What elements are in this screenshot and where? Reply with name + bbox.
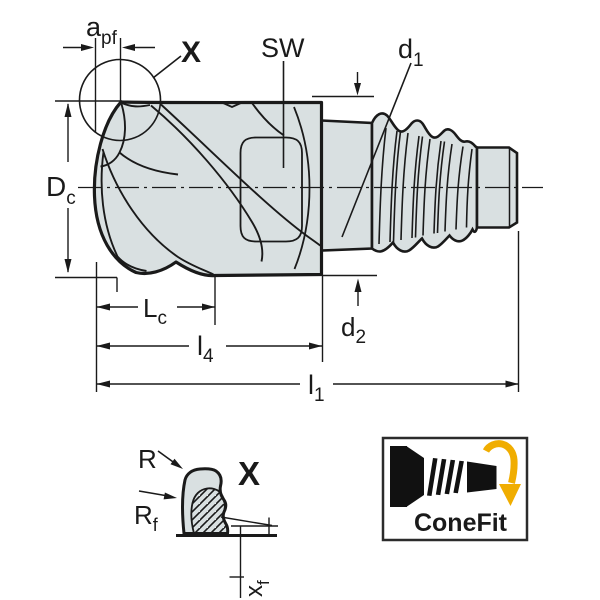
label-detail-marker-x: X [181, 36, 201, 69]
conefit-rotation-arrow-icon [482, 440, 521, 506]
cone-stripe [444, 459, 456, 495]
dc-arrow-down [64, 259, 72, 273]
label-d2: d2 [341, 312, 366, 348]
wrench-flat-panel [239, 136, 303, 243]
label-rf: Rf [134, 500, 159, 535]
label-r: R [138, 444, 157, 474]
conefit-badge: ConeFit [381, 436, 529, 542]
rotation-arrow-arc [482, 440, 518, 484]
apf-arrow-right [122, 44, 135, 51]
thread-flank-lines [378, 127, 473, 245]
detail-hatch-region [190, 487, 229, 535]
lc-arrow-left [96, 303, 110, 311]
dimensions [55, 38, 520, 392]
l1-arrow-left [96, 380, 110, 388]
main-labels: apf X SW d1 Dc Lc l4 l1 d2 [46, 12, 424, 406]
detail-view: R Rf X xf [134, 444, 278, 598]
label-lc: Lc [143, 293, 167, 329]
cone-stripe [453, 460, 464, 494]
cone-stripe [427, 458, 438, 496]
detail-x-leader [152, 55, 182, 79]
d2-arrow-up [354, 278, 362, 292]
rf-leader-arrow [163, 492, 177, 500]
cone-stripe [435, 458, 447, 496]
xf-dimension-lines [220, 516, 278, 598]
xf-diagonal [220, 516, 273, 527]
detail-circle [78, 58, 162, 142]
label-dc: Dc [46, 171, 76, 209]
l4-arrow-right [309, 342, 322, 350]
label-l1: l1 [308, 370, 325, 406]
lc-arrow-right [202, 303, 215, 311]
main-view [78, 100, 543, 278]
conefit-wordmark: ConeFit [414, 509, 508, 537]
cone-flange [390, 446, 407, 507]
l1-arrow-right [505, 380, 519, 388]
label-l4: l4 [197, 331, 214, 367]
conefit-cone-icon [390, 446, 497, 507]
d1-leader [341, 62, 412, 238]
cone-tip [467, 461, 497, 493]
tool-neck [320, 119, 374, 252]
label-xf: xf [241, 580, 273, 597]
r-leader-arrow [170, 458, 183, 469]
l4-arrow-left [96, 342, 110, 350]
label-sw: SW [261, 33, 305, 63]
rotation-arrow-head [499, 484, 521, 506]
dc-arrow-up [64, 103, 72, 117]
label-d1: d1 [398, 34, 424, 71]
label-detail-title-x: X [238, 455, 260, 492]
tool-thread-cone [370, 112, 479, 253]
apf-arrow-left [81, 44, 94, 51]
label-apf: apf [86, 12, 118, 49]
tool-cutting-head [92, 100, 324, 278]
cone-funnel [407, 446, 424, 507]
d1-arrow-down [354, 83, 361, 96]
flute-lines [100, 101, 323, 276]
